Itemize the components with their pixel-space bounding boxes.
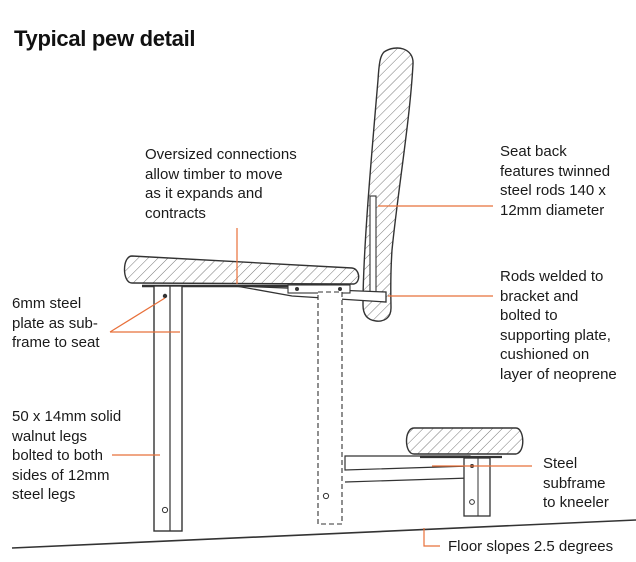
callout-line: 6mm steel xyxy=(12,295,82,312)
callout-line: Rods welded to xyxy=(500,268,604,285)
callout-steel-plate: 6mm steel plate as sub- frame to seat xyxy=(12,294,100,353)
callout-rods-welded: Rods welded to bracket and bolted to sup… xyxy=(500,267,617,384)
callout-oversized-connections: Oversized connections allow timber to mo… xyxy=(145,145,297,223)
kneeler-rail-lower xyxy=(344,477,471,483)
front-walnut-leg xyxy=(153,285,183,532)
kneeler-leg xyxy=(463,457,491,517)
seat-timber xyxy=(123,255,360,285)
bolt xyxy=(338,287,342,291)
callout-line: bolted to both xyxy=(12,447,103,464)
callout-line: frame to seat xyxy=(12,334,100,351)
callout-steel-subframe: Steel subframe to kneeler xyxy=(543,454,609,513)
callout-line: cushioned on xyxy=(500,346,590,363)
callout-line: steel rods 140 x xyxy=(500,182,606,199)
callout-line: supporting plate, xyxy=(500,326,611,344)
callout-line: Oversized connections xyxy=(145,146,297,163)
diagram-title: Typical pew detail xyxy=(14,26,196,51)
callout-line: sides of 12mm xyxy=(12,466,110,484)
callout-line: 12mm diameter xyxy=(500,201,605,219)
callout-line: Seat back xyxy=(500,143,567,160)
callout-line: subframe xyxy=(543,474,606,492)
kneeler-timber xyxy=(405,427,524,455)
rear-walnut-leg xyxy=(317,291,343,525)
bolt xyxy=(295,287,299,291)
bolt xyxy=(469,499,475,505)
callout-line: Steel xyxy=(543,455,578,472)
bolt xyxy=(162,293,168,299)
bolt xyxy=(161,506,169,514)
callout-line: layer of neoprene xyxy=(500,365,617,383)
bolt xyxy=(322,492,330,500)
callout-line: contracts xyxy=(145,204,206,222)
callout-walnut-legs: 50 x 14mm solid walnut legs bolted to bo… xyxy=(12,407,121,505)
callout-line: plate as sub- xyxy=(12,314,98,332)
floor-line xyxy=(11,519,636,549)
callout-line: walnut legs xyxy=(12,427,88,445)
callout-floor-slopes: Floor slopes 2.5 degrees xyxy=(448,538,614,555)
callout-line: allow timber to move xyxy=(145,165,283,183)
callout-line: steel legs xyxy=(12,486,76,503)
callout-seat-back: Seat back features twinned steel rods 14… xyxy=(500,142,610,220)
callout-line: features twinned xyxy=(500,162,611,180)
leader-lines xyxy=(109,205,532,547)
callout-line: bracket and xyxy=(500,287,579,305)
leader-plate-a xyxy=(109,297,166,333)
callout-line: to kneeler xyxy=(543,494,609,511)
callout-line: bolted to xyxy=(500,307,558,324)
callout-line: 50 x 14mm solid xyxy=(12,408,122,425)
leader-floor xyxy=(423,528,440,547)
seat-back-rod xyxy=(369,195,377,297)
callout-line: as it expands and xyxy=(145,185,263,202)
